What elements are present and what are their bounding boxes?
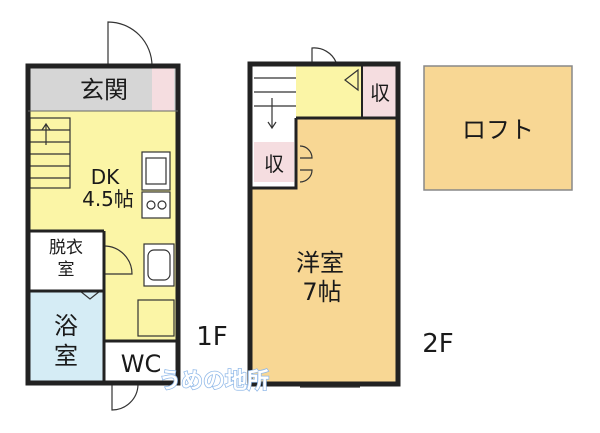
storage-left-area — [254, 142, 294, 182]
stove — [141, 191, 171, 219]
entrance-label: 玄関 — [80, 76, 128, 104]
storage-left-door — [299, 145, 313, 183]
dk-label: DK — [91, 165, 120, 189]
floor-1-label: 1F — [196, 322, 228, 352]
floor-2-outer-wall — [247, 61, 401, 387]
landing-2f — [296, 64, 362, 118]
washroom-label: 脱衣 — [49, 238, 83, 258]
washroom-door — [103, 245, 133, 275]
washroom-label-2: 室 — [58, 260, 75, 280]
shoe-storage — [152, 66, 174, 111]
bath-label-2: 室 — [54, 342, 78, 370]
bath-door — [79, 290, 101, 300]
loft-area — [423, 65, 573, 191]
stairs-2f — [254, 77, 296, 130]
storage-left-label: 収 — [264, 152, 284, 176]
storage-top-area — [362, 64, 398, 118]
wc-door — [111, 384, 139, 411]
wc-label: WC — [121, 350, 162, 378]
watermark: うめの地所 — [159, 369, 269, 394]
washing-machine-space — [137, 299, 175, 337]
western-room-size-label: 7帖 — [302, 278, 341, 306]
wash-basin — [143, 243, 175, 287]
dk-size-label: 4.5帖 — [82, 187, 134, 211]
kitchen-sink — [141, 151, 171, 191]
wall-2f-inner — [250, 118, 298, 190]
storage-top-door — [344, 68, 359, 92]
washroom-area — [28, 231, 104, 291]
balcony-door — [311, 47, 337, 63]
floor-2: 収 収 洋室 7帖 2F — [247, 47, 454, 388]
loft: ロフト — [423, 65, 573, 191]
bath-label: 浴 — [54, 312, 78, 340]
western-room-label: 洋室 — [296, 249, 344, 277]
bath-area — [28, 291, 104, 383]
entrance-door — [107, 21, 153, 67]
storage-top-label: 収 — [370, 81, 390, 105]
wc-area — [104, 341, 178, 383]
loft-label: ロフト — [462, 116, 534, 144]
floor-2-label: 2F — [422, 329, 454, 359]
floor-1: 玄関 DK 4.5帖 脱衣 室 浴 室 WC 1F — [25, 21, 228, 411]
